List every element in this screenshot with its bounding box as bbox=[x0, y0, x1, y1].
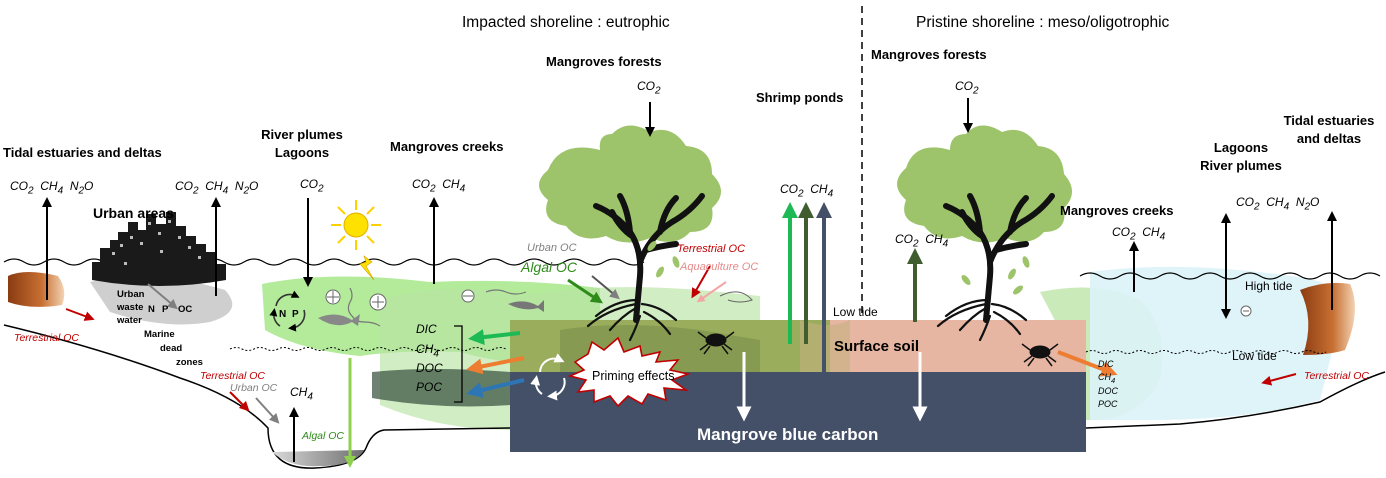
terrestrial-oc-arrow-center bbox=[691, 265, 711, 299]
zone-lagoons-right: Lagoons bbox=[1213, 140, 1269, 155]
zone-shrimp: Shrimp ponds bbox=[756, 90, 844, 105]
pristine-dic: DIC bbox=[1098, 359, 1114, 369]
urban-waste-3: water bbox=[117, 315, 142, 326]
surface-soil-label: Surface soil bbox=[834, 338, 920, 355]
pristine-doc: DOC bbox=[1098, 386, 1118, 396]
priming-cycle-icon bbox=[530, 353, 566, 401]
gas-flux-arrows bbox=[42, 197, 1337, 462]
gas-label-creek-left: CO2 CH4 bbox=[412, 177, 466, 195]
nutrient-cycle-icon bbox=[269, 290, 306, 332]
algal-oc-sink: Algal OC bbox=[302, 430, 345, 442]
terrestrial-oc-arrow-right bbox=[1261, 373, 1297, 386]
dead-zone-1: Marine bbox=[144, 329, 175, 340]
dead-zone-2: dead bbox=[160, 343, 183, 354]
pristine-export-arrow bbox=[1057, 350, 1118, 377]
lagoon-n: N bbox=[279, 309, 287, 320]
right-bank bbox=[1300, 282, 1355, 355]
shrimp-icon bbox=[719, 291, 753, 303]
nutrient-inflow-arrow bbox=[147, 283, 178, 310]
low-tide-center: Low tide bbox=[833, 305, 878, 319]
nutrient-p: P bbox=[162, 304, 169, 315]
gas-label-forest-right: CO2 bbox=[955, 79, 979, 97]
export-dic-arrow bbox=[468, 329, 521, 346]
export-doc: DOC bbox=[416, 361, 443, 375]
zone-urban: Urban areas bbox=[93, 205, 174, 221]
urban-oc-dead-zone: Urban OC bbox=[230, 382, 278, 394]
gas-label-tidal-right: CO2 CH4 N2O bbox=[1236, 195, 1320, 213]
aquaculture-oc-arrow bbox=[696, 281, 727, 303]
zone-tidal-right-1: Tidal estuaries bbox=[1283, 113, 1375, 128]
plankton-icon bbox=[325, 289, 1252, 317]
co2-uptake-arrows bbox=[303, 98, 973, 287]
dead-zone-3: zones bbox=[176, 357, 203, 368]
surface-soil-pristine bbox=[830, 320, 1086, 372]
urban-waste-2: waste bbox=[117, 302, 144, 313]
zone-tidal-left: Tidal estuaries and deltas bbox=[3, 145, 162, 160]
blue-carbon-label: Mangrove blue carbon bbox=[697, 425, 879, 444]
export-poc-arrow bbox=[466, 378, 525, 398]
low-tide-line-right bbox=[1085, 350, 1327, 354]
algae-chain-icon bbox=[347, 287, 527, 327]
impacted-header: Impacted shoreline : eutrophic bbox=[462, 14, 670, 31]
priming-effects-burst bbox=[567, 336, 691, 408]
gas-label-pristine-soil: CO2 CH4 bbox=[895, 232, 949, 250]
pristine-poc: POC bbox=[1098, 399, 1118, 409]
urban-skyline-icon bbox=[92, 212, 226, 286]
aquaculture-oc: Aquaculture OC bbox=[680, 261, 759, 273]
left-bank bbox=[8, 272, 65, 307]
terrestrial-oc-arrow-left bbox=[65, 308, 95, 321]
export-dic: DIC bbox=[416, 322, 437, 336]
terrestrial-oc-left: Terrestrial OC bbox=[14, 332, 79, 344]
export-poc: POC bbox=[416, 380, 443, 394]
terrestrial-oc-dead-zone: Terrestrial OC bbox=[200, 370, 265, 382]
pristine-ch4: CH4 bbox=[1098, 372, 1116, 385]
high-tide-right: High tide bbox=[1245, 279, 1293, 293]
zone-forests-left: Mangroves forests bbox=[546, 54, 662, 69]
low-tide-line-left bbox=[229, 347, 507, 351]
algal-oc-center: Algal OC bbox=[521, 259, 578, 275]
zone-river-plumes: River plumes bbox=[261, 127, 343, 142]
export-ch4-doc-arrow bbox=[466, 356, 525, 375]
gas-label-creek-right: CO2 CH4 bbox=[1112, 225, 1166, 243]
gas-label-urban: CO2 CH4 N2O bbox=[175, 179, 259, 197]
terrestrial-oc-right: Terrestrial OC bbox=[1304, 370, 1369, 382]
zone-tidal-right-2: and deltas bbox=[1296, 131, 1362, 146]
mangrove-tree-left-icon bbox=[539, 125, 721, 342]
priming-effects-label: Priming effects bbox=[592, 369, 675, 383]
gas-label-lagoon: CO2 bbox=[300, 177, 324, 195]
low-tide-right: Low tide bbox=[1232, 349, 1277, 363]
algal-oc-arrow bbox=[567, 278, 603, 304]
terrestrial-oc-arrow-dz bbox=[229, 391, 250, 412]
lagoon-p: P bbox=[292, 309, 299, 320]
fish-icon bbox=[318, 300, 544, 326]
pristine-header: Pristine shoreline : meso/oligotrophic bbox=[916, 14, 1170, 31]
right-lagoon-plume bbox=[1090, 266, 1345, 420]
urban-oc-arrow bbox=[591, 275, 620, 300]
export-ch4: CH4 bbox=[416, 342, 439, 360]
sun-icon bbox=[331, 200, 381, 281]
zone-forests-right: Mangroves forests bbox=[871, 47, 987, 62]
organic-carbon-oc: OC bbox=[178, 304, 193, 315]
zone-creeks-right: Mangroves creeks bbox=[1060, 203, 1174, 218]
gas-label-shrimp: CO2 CH4 bbox=[780, 182, 834, 200]
gas-label-tidal-left: CO2 CH4 N2O bbox=[10, 179, 94, 197]
urban-oc-center: Urban OC bbox=[527, 242, 577, 254]
left-sediment-plume bbox=[90, 276, 233, 325]
zone-river-plumes-right: River plumes bbox=[1200, 158, 1282, 173]
mangrove-tree-right-icon bbox=[897, 125, 1072, 342]
urban-oc-arrow-dz bbox=[255, 397, 280, 424]
zone-lagoons: Lagoons bbox=[274, 145, 330, 160]
terrestrial-oc-center: Terrestrial OC bbox=[677, 243, 746, 255]
urban-waste-1: Urban bbox=[117, 289, 145, 300]
flux-bracket bbox=[454, 325, 463, 403]
zone-creeks-left: Mangroves creeks bbox=[390, 139, 504, 154]
gas-label-dead-zone: CH4 bbox=[290, 385, 313, 403]
crab-icon bbox=[697, 331, 1059, 367]
ground-profile bbox=[3, 324, 1386, 469]
gas-label-forest-left: CO2 bbox=[637, 79, 661, 97]
nutrient-n: N bbox=[148, 304, 155, 315]
